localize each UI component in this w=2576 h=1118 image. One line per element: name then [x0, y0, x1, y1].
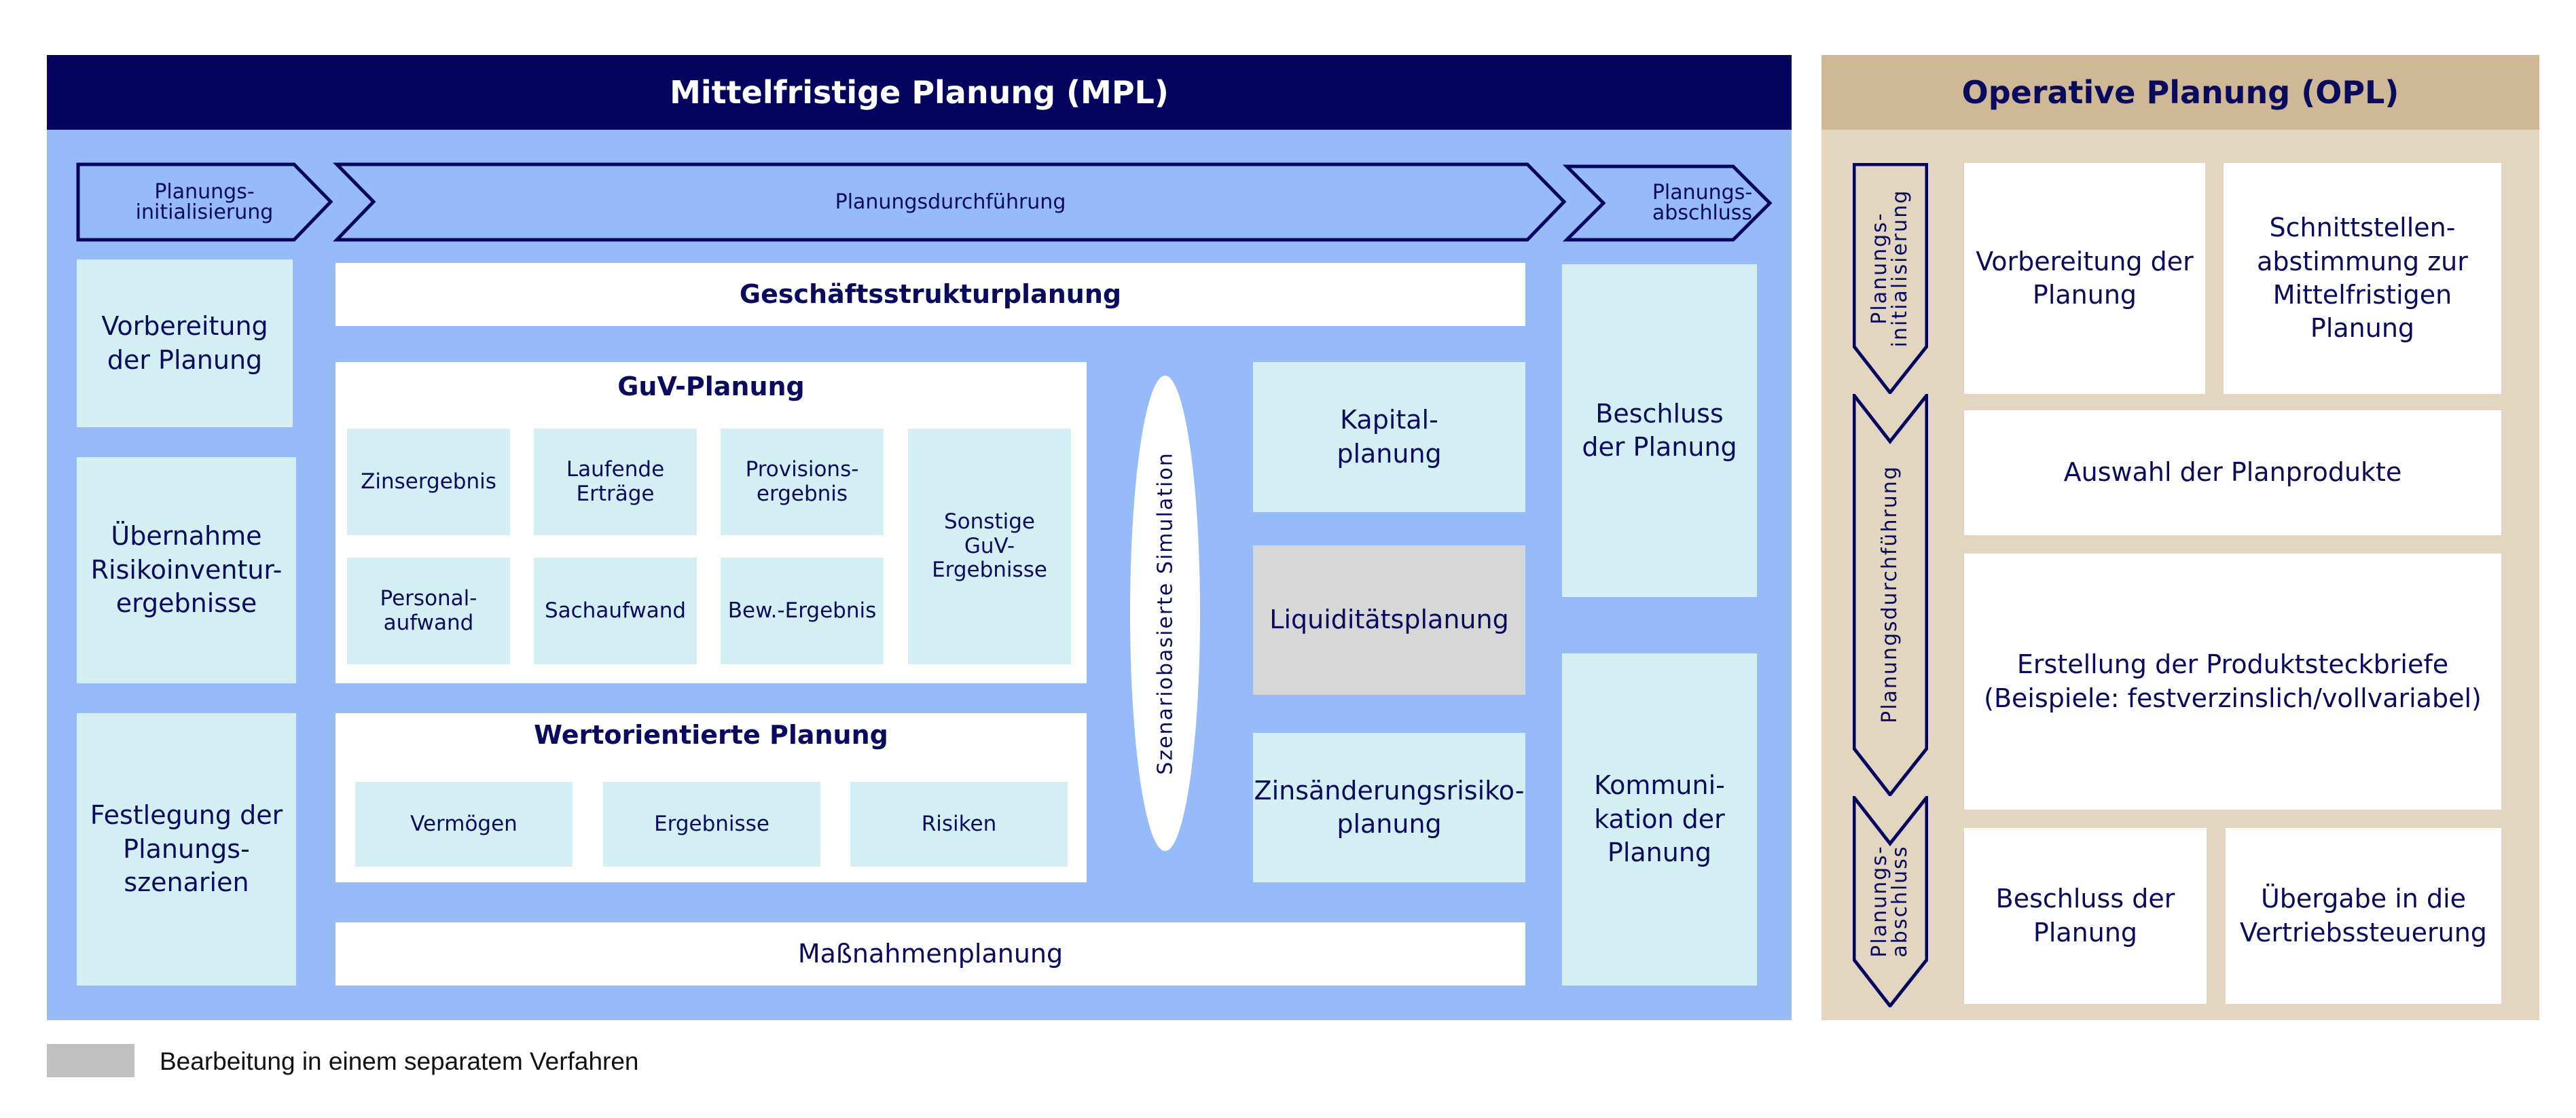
legend-label-separate-process: Bearbeitung in einem separatem Verfahren [160, 1047, 639, 1075]
task-communication: Kommuni- kation der Planung [1562, 653, 1757, 986]
opl-task-product-sheets: Erstellung der Produktsteckbriefe (Beisp… [1964, 554, 2501, 810]
task-capital-planning: Kapital- planung [1253, 362, 1525, 512]
chevron-arrow-icon [76, 162, 333, 242]
scenario-simulation-ellipse: Szenariobasierte Simulation [1130, 376, 1200, 851]
mpl-header: Mittelfristige Planung (MPL) [47, 55, 1792, 130]
chevron-arrow-icon [333, 162, 1567, 242]
guv-item: Laufende Erträge [534, 429, 697, 535]
chevron-arrow-icon [1853, 796, 1928, 1007]
scenario-simulation-label: Szenariobasierte Simulation [1153, 452, 1177, 775]
task-liquidity-planning: Liquiditätsplanung [1253, 545, 1525, 695]
task-risk-inventory: Übernahme Risikoinventur- ergebnisse [77, 457, 296, 683]
opl-phase-execution-label: Planungsdurchführung [1878, 465, 1902, 723]
mpl-phase-init-arrow: Planungs- initialisierung [76, 162, 333, 242]
opl-phase-init-label: Planungs- initialisierung [1868, 189, 1912, 348]
mpl-phase-execution-label: Planungsdurchführung [835, 190, 1066, 214]
opl-phase-init-arrow: Planungs- initialisierung [1853, 163, 1928, 394]
value-item: Vermögen [355, 782, 573, 867]
value-oriented-planning-group: Wertorientierte Planung Vermögen Ergebni… [335, 713, 1087, 882]
guv-item: Zinsergebnis [347, 429, 510, 535]
mpl-phase-init-label: Planungs- initialisierung [135, 179, 274, 224]
value-oriented-planning-title: Wertorientierte Planung [534, 720, 888, 750]
guv-item: Sachaufwand [534, 558, 697, 664]
opl-task-handover: Übergabe in die Vertriebssteuerung [2226, 828, 2501, 1004]
task-interest-risk-planning: Zinsänderungsrisiko- planung [1253, 733, 1525, 882]
task-scenarios: Festlegung der Planungs- szenarien [77, 713, 296, 986]
legend-swatch-separate-process [47, 1044, 134, 1077]
mpl-phase-close-label: Planungs- abschluss [1652, 181, 1753, 225]
guv-item: Sonstige GuV- Ergebnisse [908, 429, 1071, 664]
guv-item: Bew.-Ergebnis [721, 558, 884, 664]
chevron-arrow-icon [1853, 394, 1928, 796]
task-resolution: Beschluss der Planung [1562, 264, 1757, 597]
opl-phase-execution-arrow: Planungsdurchführung [1853, 394, 1928, 796]
opl-phase-close-label: Planungs- abschluss [1868, 845, 1912, 958]
opl-task-product-selection: Auswahl der Planprodukte [1964, 410, 2501, 535]
guv-planning-title: GuV-Planung [617, 372, 805, 401]
guv-item: Provisions- ergebnis [721, 429, 884, 535]
mpl-phase-close-arrow: Planungs- abschluss [1562, 164, 1773, 242]
guv-item: Personal- aufwand [347, 558, 510, 664]
opl-task-interface: Schnittstellen- abstimmung zur Mittelfri… [2224, 163, 2501, 394]
chevron-arrow-icon [1853, 163, 1928, 394]
business-structure-planning: Geschäftsstrukturplanung [335, 263, 1525, 326]
opl-task-resolution: Beschluss der Planung [1964, 828, 2207, 1004]
opl-phase-close-arrow: Planungs- abschluss [1853, 796, 1928, 1007]
opl-header: Operative Planung (OPL) [1821, 55, 2539, 130]
value-item: Ergebnisse [603, 782, 820, 867]
value-item: Risiken [850, 782, 1068, 867]
opl-task-preparation: Vorbereitung der Planung [1964, 163, 2205, 394]
measures-planning: Maßnahmenplanung [335, 922, 1525, 986]
task-preparation: Vorbereitung der Planung [77, 259, 293, 427]
chevron-arrow-icon [1562, 164, 1773, 242]
guv-planning-group: GuV-Planung Zinsergebnis Laufende Erträg… [335, 362, 1087, 683]
mpl-phase-execution-arrow: Planungsdurchführung [333, 162, 1567, 242]
